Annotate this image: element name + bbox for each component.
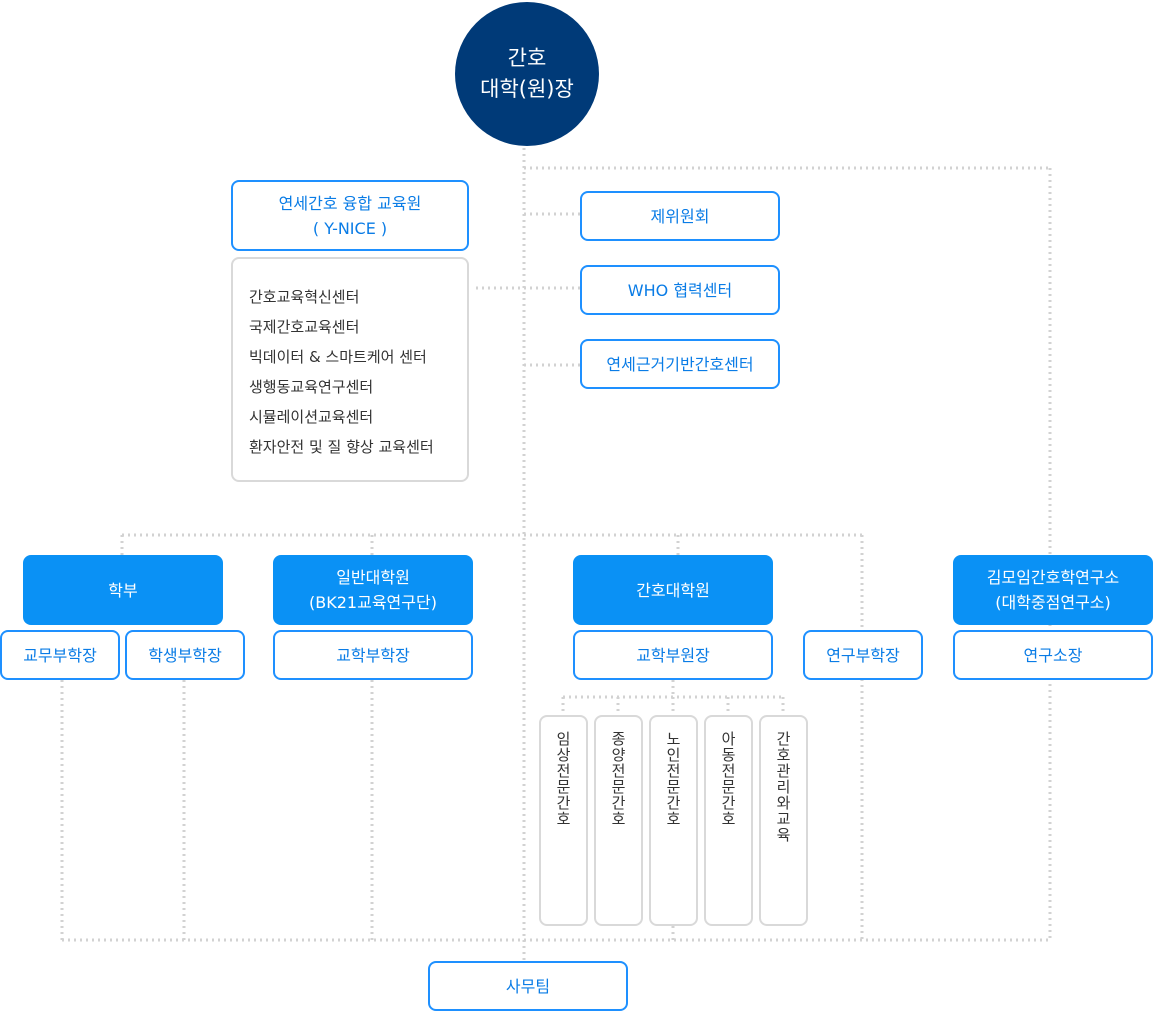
ynice-title: 연세간호 융합 교육원 xyxy=(278,193,422,213)
undergrad-box: 학부 xyxy=(23,555,223,625)
center-item: 생행동교육연구센터 xyxy=(249,378,374,396)
academic-vice-dean-label: 교무부학장 xyxy=(23,645,97,665)
grad-school-box: 일반대학원 (BK21교육연구단) xyxy=(273,555,473,625)
committee-box: 제위원회 xyxy=(580,191,780,241)
institute-box: 김모임간호학연구소 (대학중점연구소) xyxy=(953,555,1153,625)
center-list: 간호교육혁신센터 국제간호교육센터 빅데이터 & 스마트케어 센터 생행동교육연… xyxy=(231,257,469,482)
research-vice-dean-label: 연구부학장 xyxy=(826,645,900,665)
ynice-subtitle: ( Y-NICE ) xyxy=(312,218,388,238)
grad-school-title: 일반대학원 xyxy=(336,568,410,587)
dean-line1: 간호 xyxy=(507,46,547,70)
specialty-column: 간호관리와교육 xyxy=(759,715,808,926)
institute-subtitle: (대학중점연구소) xyxy=(995,593,1111,612)
student-vice-dean-box: 학생부학장 xyxy=(125,630,245,680)
nursing-grad-vice-box: 교학부원장 xyxy=(573,630,773,680)
specialty-column: 아동전문간호 xyxy=(704,715,753,926)
nursing-grad-vice-label: 교학부원장 xyxy=(636,645,710,665)
specialty-label: 임상전문간호 xyxy=(554,731,572,827)
specialty-column: 임상전문간호 xyxy=(539,715,588,926)
office-team-box: 사무팀 xyxy=(428,961,628,1011)
institute-director-box: 연구소장 xyxy=(953,630,1153,680)
specialty-label: 노인전문간호 xyxy=(664,731,682,827)
dean-line2: 대학(원)장 xyxy=(480,77,574,101)
specialty-column: 노인전문간호 xyxy=(649,715,698,926)
academic-vice-dean-box: 교무부학장 xyxy=(0,630,120,680)
specialty-label: 아동전문간호 xyxy=(719,731,737,827)
office-team-label: 사무팀 xyxy=(505,976,551,996)
committee-label: 제위원회 xyxy=(650,206,710,226)
center-item: 국제간호교육센터 xyxy=(249,318,360,336)
specialty-label: 종양전문간호 xyxy=(609,731,627,827)
center-item: 시뮬레이션교육센터 xyxy=(249,408,374,426)
grad-school-subtitle: (BK21교육연구단) xyxy=(309,593,437,612)
undergrad-label: 학부 xyxy=(108,580,138,600)
dean-node: 간호 대학(원)장 xyxy=(455,2,599,146)
who-center-box: WHO 협력센터 xyxy=(580,265,780,315)
institute-director-label: 연구소장 xyxy=(1023,645,1083,665)
center-item: 환자안전 및 질 향상 교육센터 xyxy=(249,438,434,456)
nursing-grad-box: 간호대학원 xyxy=(573,555,773,625)
evidence-center-label: 연세근거기반간호센터 xyxy=(606,354,754,374)
grad-vice-dean-box: 교학부학장 xyxy=(273,630,473,680)
nursing-grad-label: 간호대학원 xyxy=(636,580,710,600)
center-item: 빅데이터 & 스마트케어 센터 xyxy=(249,348,427,366)
center-item: 간호교육혁신센터 xyxy=(249,288,360,306)
evidence-center-box: 연세근거기반간호센터 xyxy=(580,339,780,389)
institute-title: 김모임간호학연구소 xyxy=(986,568,1120,587)
grad-vice-dean-label: 교학부학장 xyxy=(336,645,410,665)
specialty-label: 간호관리와교육 xyxy=(774,731,792,843)
who-center-label: WHO 협력센터 xyxy=(627,280,733,300)
ynice-box: 연세간호 융합 교육원 ( Y-NICE ) xyxy=(231,180,469,251)
research-vice-dean-box: 연구부학장 xyxy=(803,630,923,680)
specialty-column: 종양전문간호 xyxy=(594,715,643,926)
student-vice-dean-label: 학생부학장 xyxy=(148,645,222,665)
